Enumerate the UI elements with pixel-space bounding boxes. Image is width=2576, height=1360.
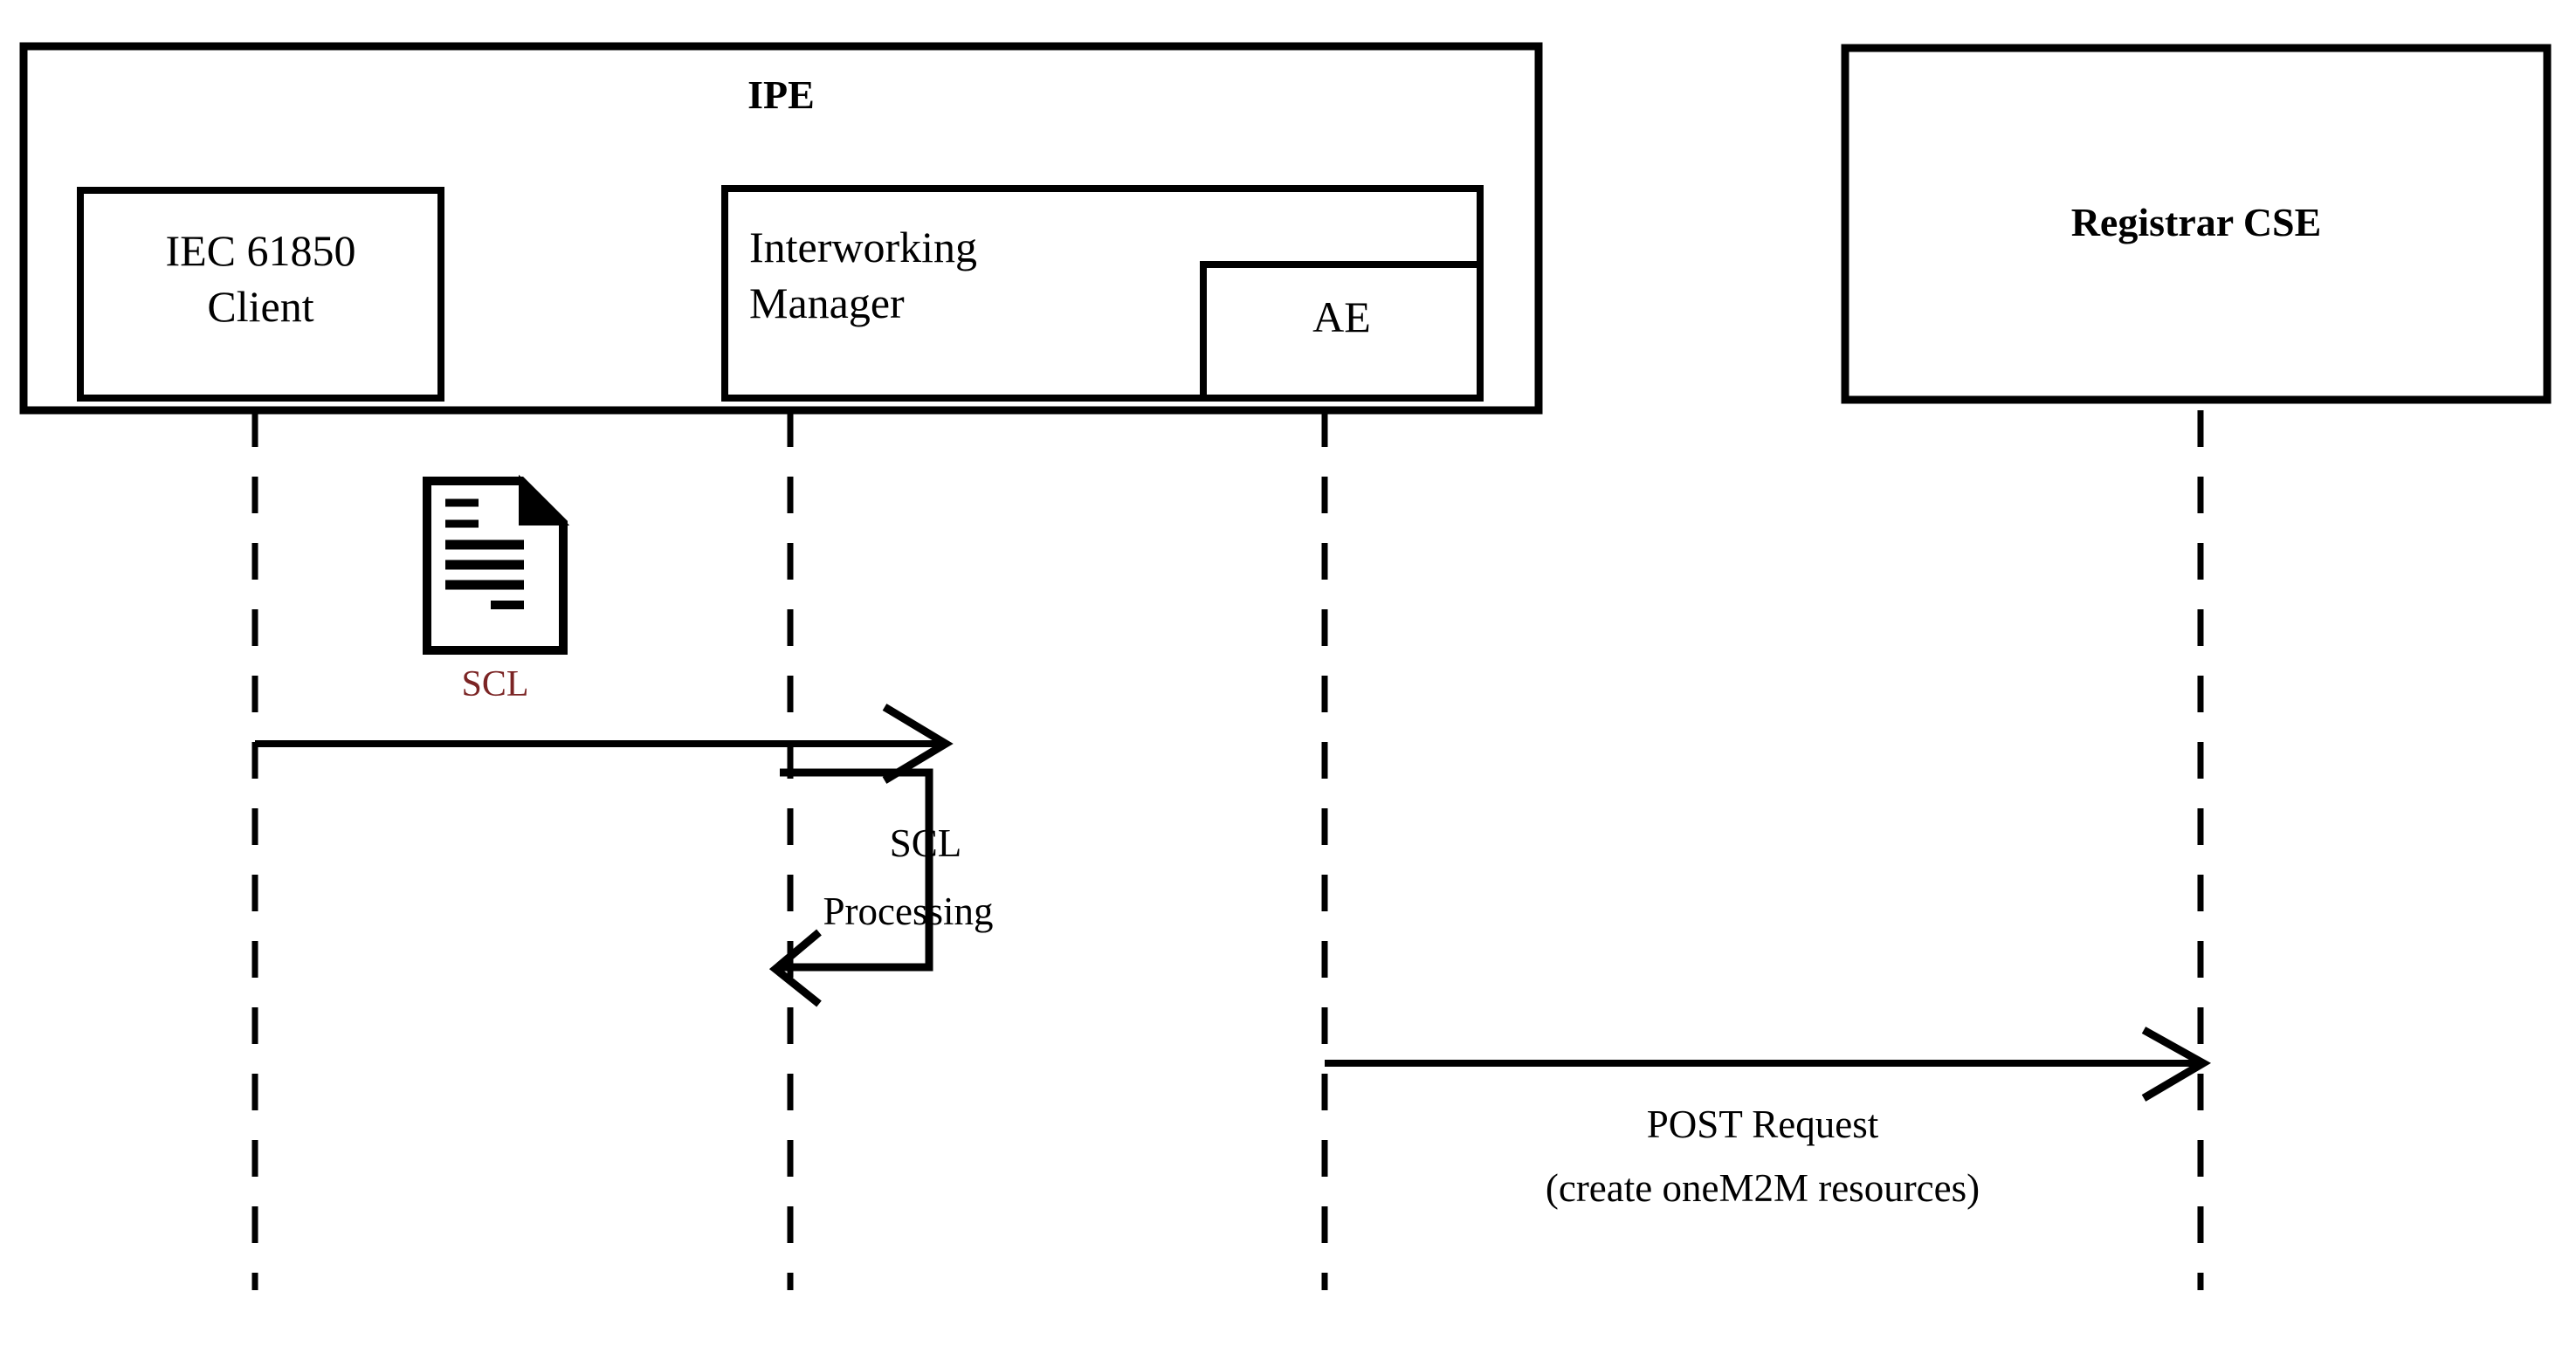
participant-label-iec-client-line1: IEC 61850	[165, 226, 356, 275]
artifact-label-scl: SCL	[461, 664, 529, 704]
message-arrow-scl	[255, 704, 954, 784]
message-label-post-request-line1: POST Request	[1646, 1102, 1879, 1146]
participant-label-interworking-manager-line1: Interworking	[749, 223, 978, 271]
participant-label-ae[interactable]: AE	[1312, 292, 1371, 341]
ipe-container-title: IPE	[747, 72, 815, 117]
document-icon	[423, 474, 570, 655]
message-label-scl-processing-line2: Processing	[823, 889, 994, 933]
message-label-scl-processing-line1: SCL	[889, 821, 962, 865]
message-arrow-post-request	[1325, 1027, 2212, 1102]
participant-label-iec-client-line2: Client	[207, 282, 314, 331]
registrar-cse-container-title: Registrar CSE	[2070, 200, 2322, 244]
message-label-post-request-line2: (create oneM2M resources)	[1545, 1166, 1980, 1210]
participant-label-interworking-manager-line2: Manager	[749, 278, 905, 327]
